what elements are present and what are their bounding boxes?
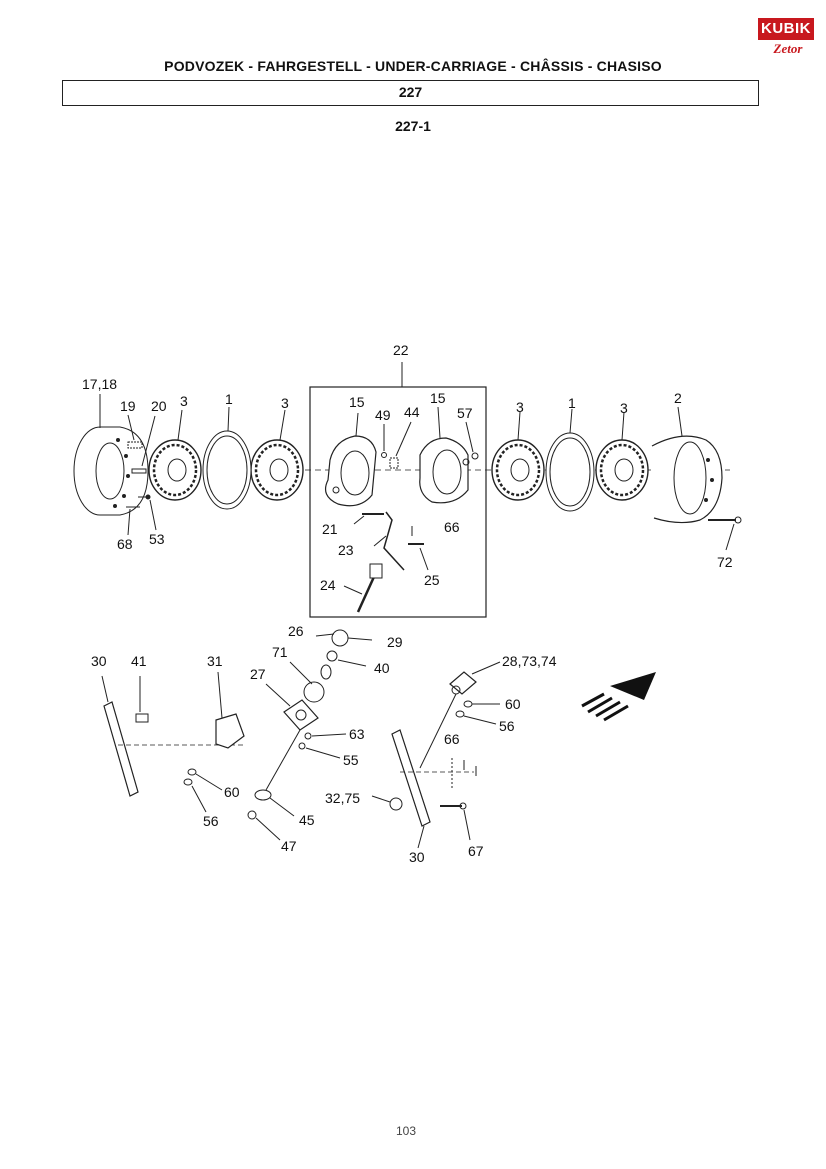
kubik-zetor-logo: KUBIK Zetor bbox=[754, 14, 816, 70]
pressure-plate-15a bbox=[325, 412, 377, 507]
assembly-box-22 bbox=[309, 386, 487, 618]
callout-72: 72 bbox=[717, 554, 733, 570]
callout-56b: 56 bbox=[203, 813, 219, 829]
callout-55: 55 bbox=[343, 752, 359, 768]
callout-30b: 30 bbox=[409, 849, 425, 865]
washer-40 bbox=[326, 650, 367, 667]
callout-49: 49 bbox=[375, 407, 391, 423]
callout-56a: 56 bbox=[499, 718, 515, 734]
brake-plate-1a bbox=[202, 406, 252, 510]
callout-45: 45 bbox=[299, 812, 315, 828]
callout-28-73-74: 28,73,74 bbox=[502, 653, 557, 669]
figure-number: 227-1 bbox=[395, 118, 431, 134]
callout-25: 25 bbox=[424, 572, 440, 588]
callout-67: 67 bbox=[468, 843, 484, 859]
callout-17-18: 17,18 bbox=[82, 376, 117, 392]
adjusting-screw-24 bbox=[343, 563, 383, 613]
callout-53: 53 bbox=[149, 531, 165, 547]
clevis-28-73-74 bbox=[419, 661, 501, 769]
callout-31: 31 bbox=[207, 653, 223, 669]
section-number: 227 bbox=[398, 84, 423, 100]
callout-3c: 3 bbox=[516, 399, 524, 415]
callout-40: 40 bbox=[374, 660, 390, 676]
callout-1b: 1 bbox=[568, 395, 576, 411]
brake-housing-right bbox=[651, 406, 723, 524]
callout-20: 20 bbox=[151, 398, 167, 414]
washers-63-55 bbox=[298, 732, 347, 759]
brake-housing-left bbox=[73, 394, 149, 516]
grease-fitting-41 bbox=[135, 676, 149, 723]
callout-3a: 3 bbox=[180, 393, 188, 409]
callout-41: 41 bbox=[131, 653, 147, 669]
callout-1a: 1 bbox=[225, 391, 233, 407]
callout-68: 68 bbox=[117, 536, 133, 552]
pressure-plate-15b bbox=[419, 406, 470, 504]
callout-15a: 15 bbox=[349, 394, 365, 410]
page-title: PODVOZEK - FAHRGESTELL - UNDER-CARRIAGE … bbox=[164, 58, 662, 74]
brake-plate-1b bbox=[545, 408, 595, 512]
callout-22: 22 bbox=[393, 342, 409, 358]
callout-63: 63 bbox=[349, 726, 365, 742]
callout-15b: 15 bbox=[430, 390, 446, 406]
nuts-60-56-right bbox=[455, 700, 500, 725]
callout-3d: 3 bbox=[620, 400, 628, 416]
callout-labels: 17,18 19 20 3 1 3 22 15 49 44 15 57 3 1 … bbox=[82, 342, 733, 865]
callout-66a: 66 bbox=[444, 519, 460, 535]
callout-3b: 3 bbox=[281, 395, 289, 411]
spring-44 bbox=[389, 421, 412, 469]
pin-68-53 bbox=[126, 494, 157, 536]
spring-19 bbox=[127, 414, 143, 449]
callout-2: 2 bbox=[674, 390, 682, 406]
friction-disc-3b bbox=[250, 409, 304, 501]
page-number: 103 bbox=[396, 1124, 417, 1138]
section-number-box: 227 bbox=[62, 80, 759, 106]
ball-49 bbox=[381, 424, 387, 458]
logo-zetor-text: Zetor bbox=[773, 41, 803, 56]
friction-disc-3c bbox=[491, 411, 545, 501]
callout-32-75: 32,75 bbox=[325, 790, 360, 806]
callout-47: 47 bbox=[281, 838, 297, 854]
friction-disc-3a bbox=[148, 409, 202, 501]
direction-arrow bbox=[581, 672, 656, 722]
callout-71: 71 bbox=[272, 644, 288, 660]
callout-60a: 60 bbox=[505, 696, 521, 712]
callout-26: 26 bbox=[288, 623, 304, 639]
callout-57: 57 bbox=[457, 405, 473, 421]
pin-66-bolt-67 bbox=[440, 758, 477, 841]
logo-kubik-text: KUBIK bbox=[758, 18, 814, 40]
fitting-32-75 bbox=[371, 795, 403, 811]
callout-29: 29 bbox=[387, 634, 403, 650]
callout-60b: 60 bbox=[224, 784, 240, 800]
callout-24: 24 bbox=[320, 577, 336, 593]
callout-27: 27 bbox=[250, 666, 266, 682]
callout-44: 44 bbox=[404, 404, 420, 420]
clevis-45-47 bbox=[247, 729, 301, 841]
nuts-60-56-left bbox=[183, 768, 223, 813]
ball-57 bbox=[465, 421, 479, 460]
pin-20 bbox=[131, 415, 156, 474]
flange-27 bbox=[265, 683, 319, 731]
brake-lever-30b bbox=[391, 729, 474, 849]
callout-21: 21 bbox=[322, 521, 338, 537]
bracket-31 bbox=[215, 671, 245, 749]
nut-26-29 bbox=[315, 629, 373, 647]
bushing-71 bbox=[289, 661, 332, 703]
friction-disc-3d bbox=[595, 411, 649, 501]
callout-23: 23 bbox=[338, 542, 354, 558]
callout-19: 19 bbox=[120, 398, 136, 414]
callout-66b: 66 bbox=[444, 731, 460, 747]
linkage-21-23-25 bbox=[353, 511, 429, 571]
bolt-72 bbox=[708, 516, 742, 551]
callout-30a: 30 bbox=[91, 653, 107, 669]
